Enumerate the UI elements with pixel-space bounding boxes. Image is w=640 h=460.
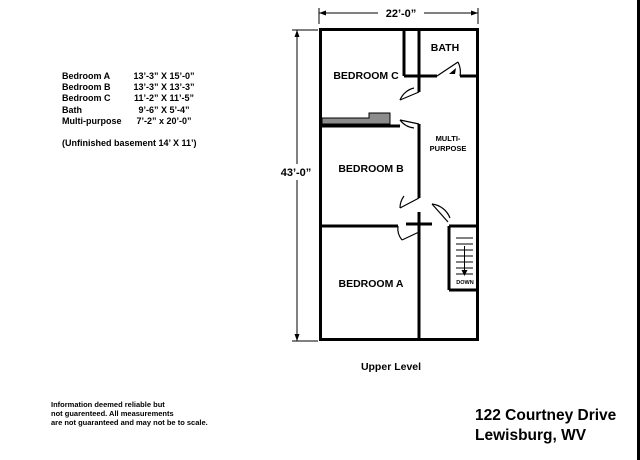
room-label-bedroom-c: BEDROOM C	[333, 70, 399, 82]
height-label: 43’-0”	[281, 167, 312, 179]
room-row: Bedroom C 11’-2” X 11’-5”	[62, 93, 204, 104]
room-name: Multi-purpose	[62, 115, 122, 126]
disclaimer-line: not guarenteed. All measurements	[51, 409, 174, 418]
room-row: Bedroom A 13’-3” X 15’-0”	[62, 71, 204, 82]
room-label-multi-line2: PURPOSE	[430, 144, 467, 153]
room-label-bedroom-b: BEDROOM B	[338, 163, 404, 175]
interior-walls	[320, 29, 478, 340]
width-label: 22’-0”	[386, 8, 417, 20]
room-name: Bath	[62, 104, 82, 115]
room-dims: 11’-2” X 11’-5”	[133, 93, 195, 104]
room-row: Bath 9’-6” X 5’-4”	[62, 105, 204, 116]
width-dimension: 22’-0”	[318, 5, 479, 24]
room-name: Bedroom B	[62, 82, 111, 93]
height-dimension: 43’-0”	[279, 29, 318, 342]
basement-note: (Unfinished basement 14’ X 11’)	[62, 138, 197, 148]
room-dims: 13’-3” X 13’-3”	[133, 82, 195, 93]
room-name: Bedroom C	[62, 93, 111, 104]
disclaimer-line: Information deemed reliable but	[51, 400, 165, 409]
room-dims: 9’-6” X 5’-4”	[138, 104, 190, 115]
address-line2: Lewisburg, WV	[475, 427, 587, 444]
room-dims: 13’-3” X 15’-0”	[133, 71, 195, 81]
room-dimensions-table: Bedroom A 13’-3” X 15’-0” Bedroom B 13’-…	[62, 71, 204, 127]
exterior-wall	[319, 28, 479, 341]
room-label-multi-line1: MULTI-	[436, 134, 461, 143]
room-row: Multi-purpose 7’-2” x 20’-0”	[62, 116, 204, 127]
property-address: 122 Courtney Drive Lewisburg, WV	[475, 406, 616, 446]
room-row: Bedroom B 13’-3” X 13’-3”	[62, 82, 204, 93]
closet-shelf	[321, 112, 391, 125]
page-edge	[637, 0, 640, 460]
room-name: Bedroom A	[62, 71, 111, 81]
level-label: Upper Level	[361, 361, 421, 373]
room-label-bath: BATH	[431, 42, 459, 54]
door-swings	[397, 61, 461, 241]
room-dims: 7’-2” x 20’-0”	[136, 115, 192, 126]
stairs-down-label: DOWN	[456, 280, 473, 286]
address-line1: 122 Courtney Drive	[475, 407, 617, 424]
room-label-bedroom-a: BEDROOM A	[339, 278, 404, 290]
disclaimer-line: are not guaranteed and may not be to sca…	[51, 418, 208, 427]
stairs	[456, 237, 473, 276]
disclaimer: Information deemed reliable but not guar…	[51, 400, 208, 427]
